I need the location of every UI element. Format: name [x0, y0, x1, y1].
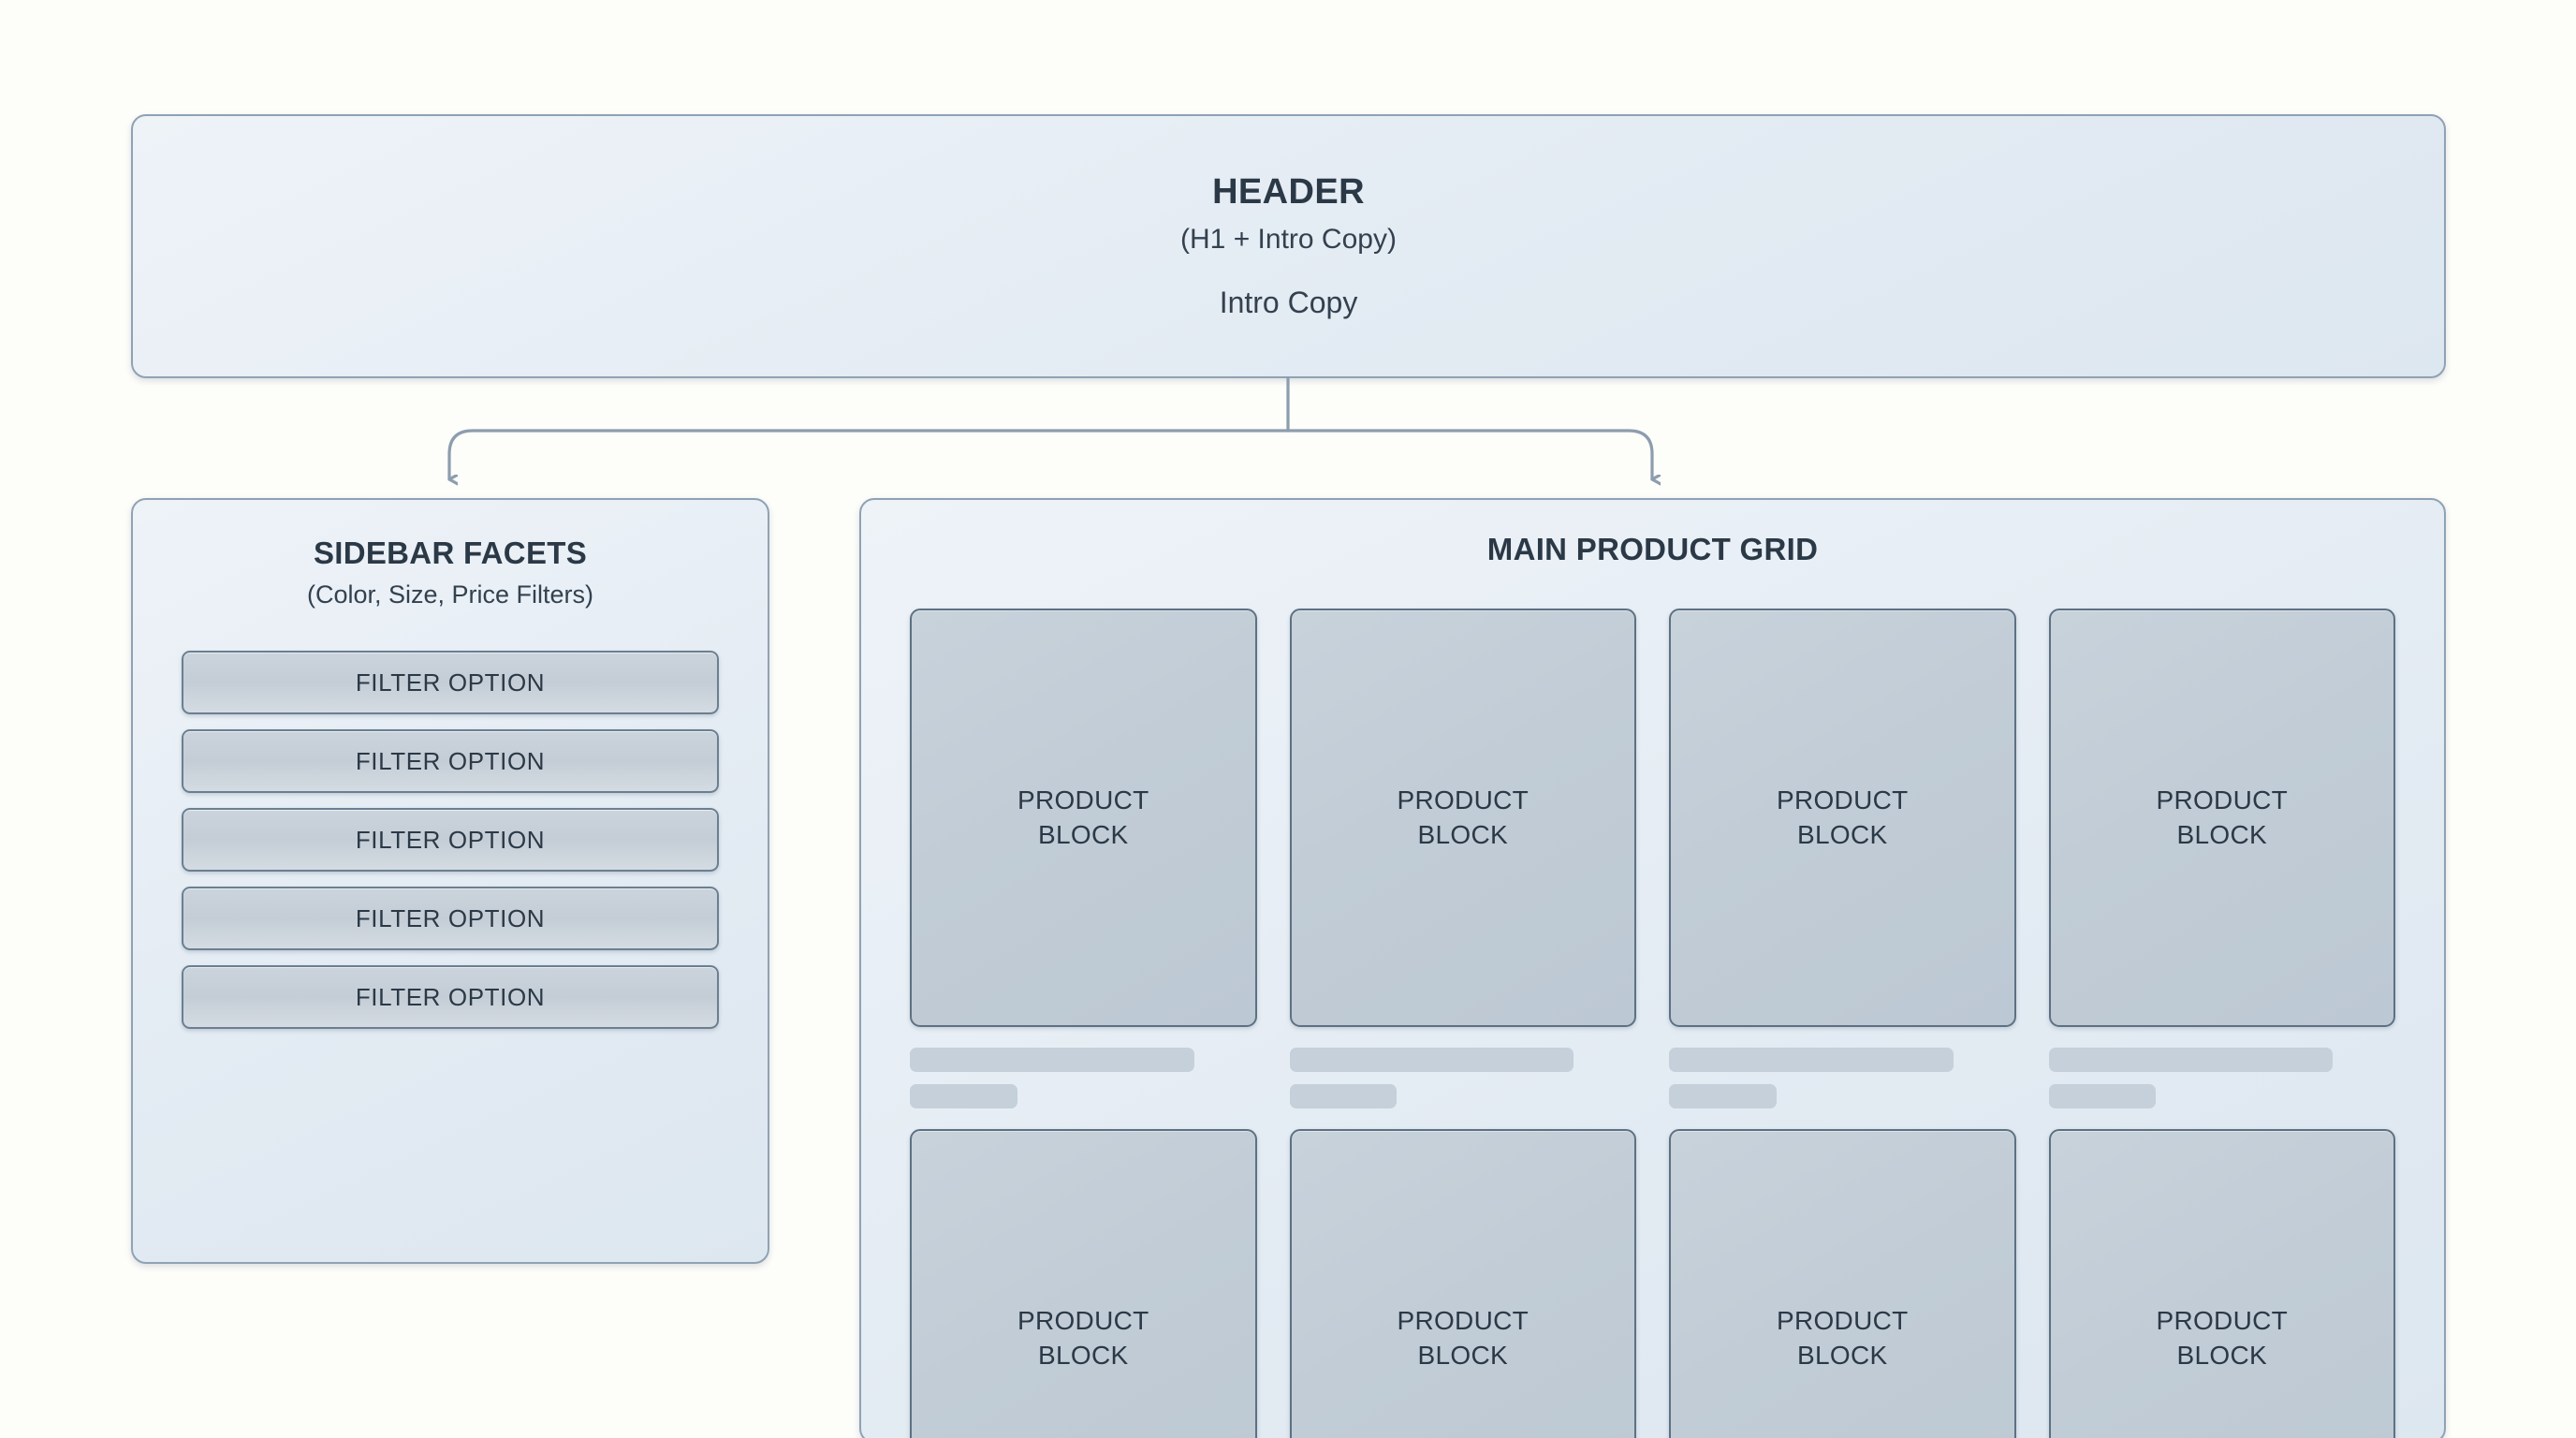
- product-text-skeleton: [1669, 1027, 2016, 1108]
- product-cell: PRODUCT BLOCK: [1289, 1128, 1636, 1438]
- skeleton-bar-price: [1669, 1083, 1777, 1108]
- main-grid-title: MAIN PRODUCT GRID: [1486, 532, 1819, 566]
- skeleton-bar-title: [1669, 1047, 1954, 1072]
- skeleton-bar-price: [910, 1083, 1017, 1108]
- filter-option-button[interactable]: FILTER OPTION: [182, 808, 719, 873]
- product-block[interactable]: PRODUCT BLOCK: [2048, 1128, 2395, 1438]
- filter-option-label: FILTER OPTION: [355, 903, 546, 932]
- product-block[interactable]: PRODUCT BLOCK: [1289, 1128, 1636, 1438]
- skeleton-bar-price: [1289, 1083, 1398, 1108]
- skeleton-bar-price: [2048, 1083, 2157, 1108]
- sidebar-facets-panel: SIDEBAR FACETS (Color, Size, Price Filte…: [131, 498, 769, 1264]
- filter-option-button[interactable]: FILTER OPTION: [182, 729, 719, 794]
- product-block[interactable]: PRODUCT BLOCK: [2048, 608, 2395, 1027]
- header-title: HEADER: [1212, 171, 1365, 212]
- filter-option-button[interactable]: FILTER OPTION: [182, 965, 719, 1030]
- connector-to-sidebar: [447, 429, 1290, 479]
- skeleton-bar-title: [1289, 1047, 1574, 1072]
- product-text-skeleton: [910, 1027, 1257, 1108]
- filter-option-label: FILTER OPTION: [355, 825, 546, 854]
- filter-option-label: FILTER OPTION: [355, 668, 546, 697]
- header-intro-copy: Intro Copy: [1219, 285, 1358, 319]
- product-block[interactable]: PRODUCT BLOCK: [1669, 1128, 2016, 1438]
- skeleton-bar-title: [2048, 1047, 2334, 1072]
- product-block[interactable]: PRODUCT BLOCK: [910, 608, 1257, 1027]
- product-cell: PRODUCT BLOCK: [2048, 1128, 2395, 1438]
- skeleton-bar-title: [910, 1047, 1194, 1072]
- product-block[interactable]: PRODUCT BLOCK: [1669, 608, 2016, 1027]
- header-panel: HEADER (H1 + Intro Copy) Intro Copy: [131, 114, 2446, 378]
- filter-option-list: FILTER OPTION FILTER OPTION FILTER OPTIO…: [182, 651, 719, 1030]
- header-subtitle: (H1 + Intro Copy): [1180, 223, 1397, 255]
- product-cell: PRODUCT BLOCK: [910, 1128, 1257, 1438]
- product-grid: PRODUCT BLOCK PRODUCT BLOCK PRODUCT BLOC…: [910, 608, 2396, 1438]
- product-block[interactable]: PRODUCT BLOCK: [910, 1128, 1257, 1438]
- sidebar-subtitle: (Color, Size, Price Filters): [306, 580, 594, 609]
- product-text-skeleton: [2048, 1027, 2396, 1108]
- product-text-skeleton: [1289, 1027, 1637, 1108]
- product-cell: PRODUCT BLOCK: [1289, 608, 1637, 1108]
- product-block[interactable]: PRODUCT BLOCK: [1289, 608, 1636, 1027]
- filter-option-label: FILTER OPTION: [355, 982, 546, 1011]
- sidebar-title: SIDEBAR FACETS: [313, 536, 588, 570]
- product-cell: PRODUCT BLOCK: [1669, 1128, 2016, 1438]
- product-cell: PRODUCT BLOCK: [2048, 608, 2396, 1108]
- product-cell: PRODUCT BLOCK: [910, 608, 1257, 1108]
- filter-option-button[interactable]: FILTER OPTION: [182, 651, 719, 715]
- connector-to-main-grid: [1286, 429, 1652, 479]
- product-cell: PRODUCT BLOCK: [1669, 608, 2016, 1108]
- filter-option-label: FILTER OPTION: [355, 746, 546, 775]
- main-product-grid-panel: MAIN PRODUCT GRID PRODUCT BLOCK PRODUCT …: [859, 498, 2446, 1438]
- filter-option-button[interactable]: FILTER OPTION: [182, 887, 719, 951]
